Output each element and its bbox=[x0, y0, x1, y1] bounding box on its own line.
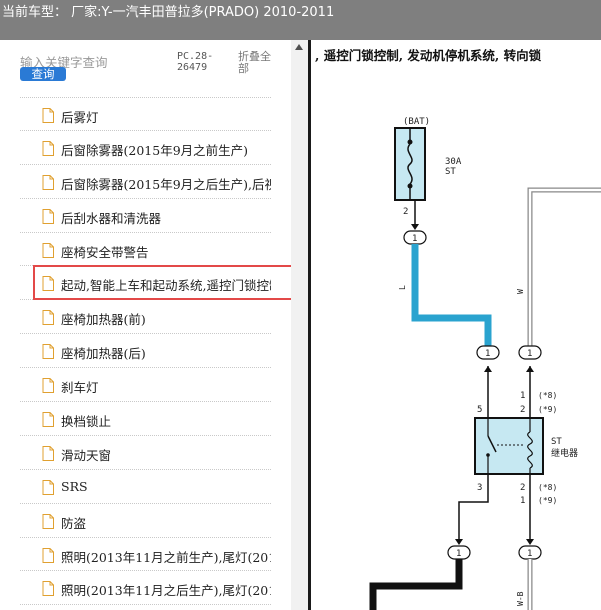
tree-item-label: 后窗除雾器(2015年9月之后生产),后视镜加热器 bbox=[61, 176, 271, 192]
relay-pin-1-bottom: 1 bbox=[520, 496, 525, 506]
tree-item[interactable]: 防盗 bbox=[20, 504, 271, 538]
tree-item[interactable]: 座椅加热器(后) bbox=[20, 334, 271, 369]
tree-item[interactable]: 后刮水器和清洗器 bbox=[20, 199, 271, 233]
relay-pin-1-top: 1 bbox=[520, 391, 525, 401]
wiring-diagram-canvas: (BAT) 30A ST 2 1 L W 1 1 5 1 2 bbox=[369, 117, 601, 610]
tree-item[interactable]: 后窗除雾器(2015年9月之前生产) bbox=[20, 131, 271, 165]
tree-item[interactable]: 后窗除雾器(2015年9月之后生产),后视镜加热器 bbox=[20, 165, 271, 199]
wire-l-label: L bbox=[398, 285, 407, 290]
fuse-name-label: ST bbox=[445, 167, 456, 177]
connector-bottom-left-label: 1 bbox=[456, 549, 461, 559]
bat-label: (BAT) bbox=[403, 117, 430, 127]
document-icon bbox=[42, 513, 54, 529]
pc-code-line-1: PC.28- bbox=[177, 51, 214, 62]
wire-l-blue bbox=[411, 244, 492, 346]
document-icon bbox=[42, 378, 54, 394]
document-icon bbox=[42, 547, 54, 563]
collapse-all-button[interactable]: 折叠全部 bbox=[238, 50, 271, 75]
selected-item-highlight bbox=[33, 265, 296, 300]
connector-bottom-right-label: 1 bbox=[527, 549, 532, 559]
tree-item[interactable]: SRS bbox=[20, 470, 271, 504]
wire-black-thick bbox=[369, 559, 463, 610]
pc-code-line-2: 26479 bbox=[177, 62, 208, 73]
relay-pin-3: 3 bbox=[477, 483, 482, 493]
document-icon bbox=[42, 310, 54, 326]
pane-divider[interactable] bbox=[308, 40, 311, 610]
tree-item-label: 座椅加热器(前) bbox=[61, 312, 146, 328]
diagram-header: , 遥控门锁控制, 发动机停机系统, 转向锁 bbox=[315, 48, 542, 63]
fuse-element-icon bbox=[407, 143, 413, 185]
document-icon bbox=[42, 108, 54, 123]
relay-pin-5: 5 bbox=[477, 405, 482, 415]
tree-item[interactable]: 座椅加热器(前) bbox=[20, 300, 271, 335]
tree-item-label: 防盗 bbox=[61, 515, 87, 531]
tree-item[interactable]: 照明(2013年11月之前生产),尾灯(2013年11月之前生产) bbox=[20, 538, 271, 572]
document-icon bbox=[42, 581, 54, 597]
tree-item-label: 座椅加热器(后) bbox=[61, 346, 146, 362]
sidebar: 输入关键字查询 查询 PC.28- 26479 折叠全部 后雾灯后窗除雾器(20… bbox=[0, 40, 308, 610]
document-icon bbox=[42, 174, 54, 190]
current-model-title: 当前车型： 厂家:Y-一汽丰田普拉多(PRADO) 2010-2011 bbox=[2, 5, 335, 20]
tree-item-label: 座椅安全带警告 bbox=[61, 244, 149, 260]
scroll-up-arrow-icon[interactable] bbox=[295, 44, 303, 50]
fuse-terminal-top bbox=[407, 139, 413, 145]
note-9-top: (*9) bbox=[538, 405, 557, 414]
connector-relay-right bbox=[518, 345, 542, 360]
search-button[interactable]: 查询 bbox=[20, 67, 66, 81]
document-icon bbox=[42, 276, 54, 292]
tree-item-label: 换档锁止 bbox=[61, 414, 112, 430]
tree-item[interactable]: 换档锁止 bbox=[20, 402, 271, 436]
relay-coil-icon bbox=[527, 431, 533, 469]
note-9-bottom: (*9) bbox=[538, 496, 557, 505]
document-icon bbox=[42, 479, 54, 495]
document-icon bbox=[42, 242, 54, 258]
document-icon bbox=[42, 344, 54, 360]
relay-switch-icon bbox=[487, 435, 497, 453]
wire-w-outer bbox=[527, 187, 601, 346]
relay-code-label: ST bbox=[551, 437, 562, 447]
tree-item-label: 照明(2013年11月之前生产),尾灯(2013年11月之前生产) bbox=[61, 549, 271, 565]
tree-item[interactable]: 座椅安全带警告 bbox=[20, 233, 271, 267]
connector-relay-left bbox=[476, 345, 500, 360]
search-input[interactable]: 输入关键字查询 bbox=[20, 55, 108, 70]
sidebar-scrollbar[interactable] bbox=[291, 40, 308, 610]
document-tree: 后雾灯后窗除雾器(2015年9月之前生产) 后窗除雾器(2015年9月之后生产),… bbox=[20, 97, 271, 606]
tree-item-label: 后窗除雾器(2015年9月之前生产) bbox=[61, 142, 249, 158]
tree-item[interactable]: 滑动天窗 bbox=[20, 436, 271, 470]
pin-2-top: 2 bbox=[403, 207, 408, 217]
document-icon bbox=[42, 208, 54, 224]
tree-item-label: 照明(2013年11月之后生产),尾灯(2013年11月之后生产) bbox=[61, 583, 271, 599]
top-bar: 当前车型： 厂家:Y-一汽丰田普拉多(PRADO) 2010-2011 bbox=[0, 0, 601, 40]
pc-code: PC.28- 26479 bbox=[177, 51, 213, 73]
tree-item-label: 滑动天窗 bbox=[61, 447, 112, 463]
fuse-terminal-bottom bbox=[407, 183, 413, 189]
relay-pin-2-bottom: 2 bbox=[520, 483, 525, 493]
tree-item-label: 刹车灯 bbox=[61, 380, 99, 396]
wiring-diagram: , 遥控门锁控制, 发动机停机系统, 转向锁 (BAT) 30A ST 2 1 … bbox=[311, 40, 601, 610]
tree-item[interactable]: 刹车灯 bbox=[20, 368, 271, 403]
tree-item[interactable]: 后雾灯 bbox=[20, 97, 271, 131]
wire-w-label: W bbox=[516, 289, 525, 294]
tree-item[interactable]: 照明(2013年11月之后生产),尾灯(2013年11月之后生产) bbox=[20, 571, 271, 606]
document-icon bbox=[42, 412, 54, 428]
relay-pin-2-top: 2 bbox=[520, 405, 525, 415]
connector-top-label: 1 bbox=[412, 234, 417, 244]
connector-relay-right-label: 1 bbox=[527, 349, 532, 359]
wire-wb-label: W-B bbox=[516, 591, 525, 606]
relay-name-label: 继电器 bbox=[551, 447, 578, 459]
document-icon bbox=[42, 445, 54, 461]
tree-item-label: SRS bbox=[61, 478, 88, 494]
document-icon bbox=[42, 140, 54, 156]
tree-item-label: 后刮水器和清洗器 bbox=[61, 210, 162, 226]
connector-relay-left-label: 1 bbox=[485, 349, 490, 359]
tree-item-label: 起动,智能上车和起动系统,遥控门锁控制,发动机停机系统,转向锁 bbox=[61, 278, 271, 294]
note-8-top: (*8) bbox=[538, 391, 557, 400]
note-8-bottom: (*8) bbox=[538, 483, 557, 492]
fuse-amp-label: 30A bbox=[445, 157, 462, 167]
tree-item-label: 后雾灯 bbox=[61, 110, 99, 125]
